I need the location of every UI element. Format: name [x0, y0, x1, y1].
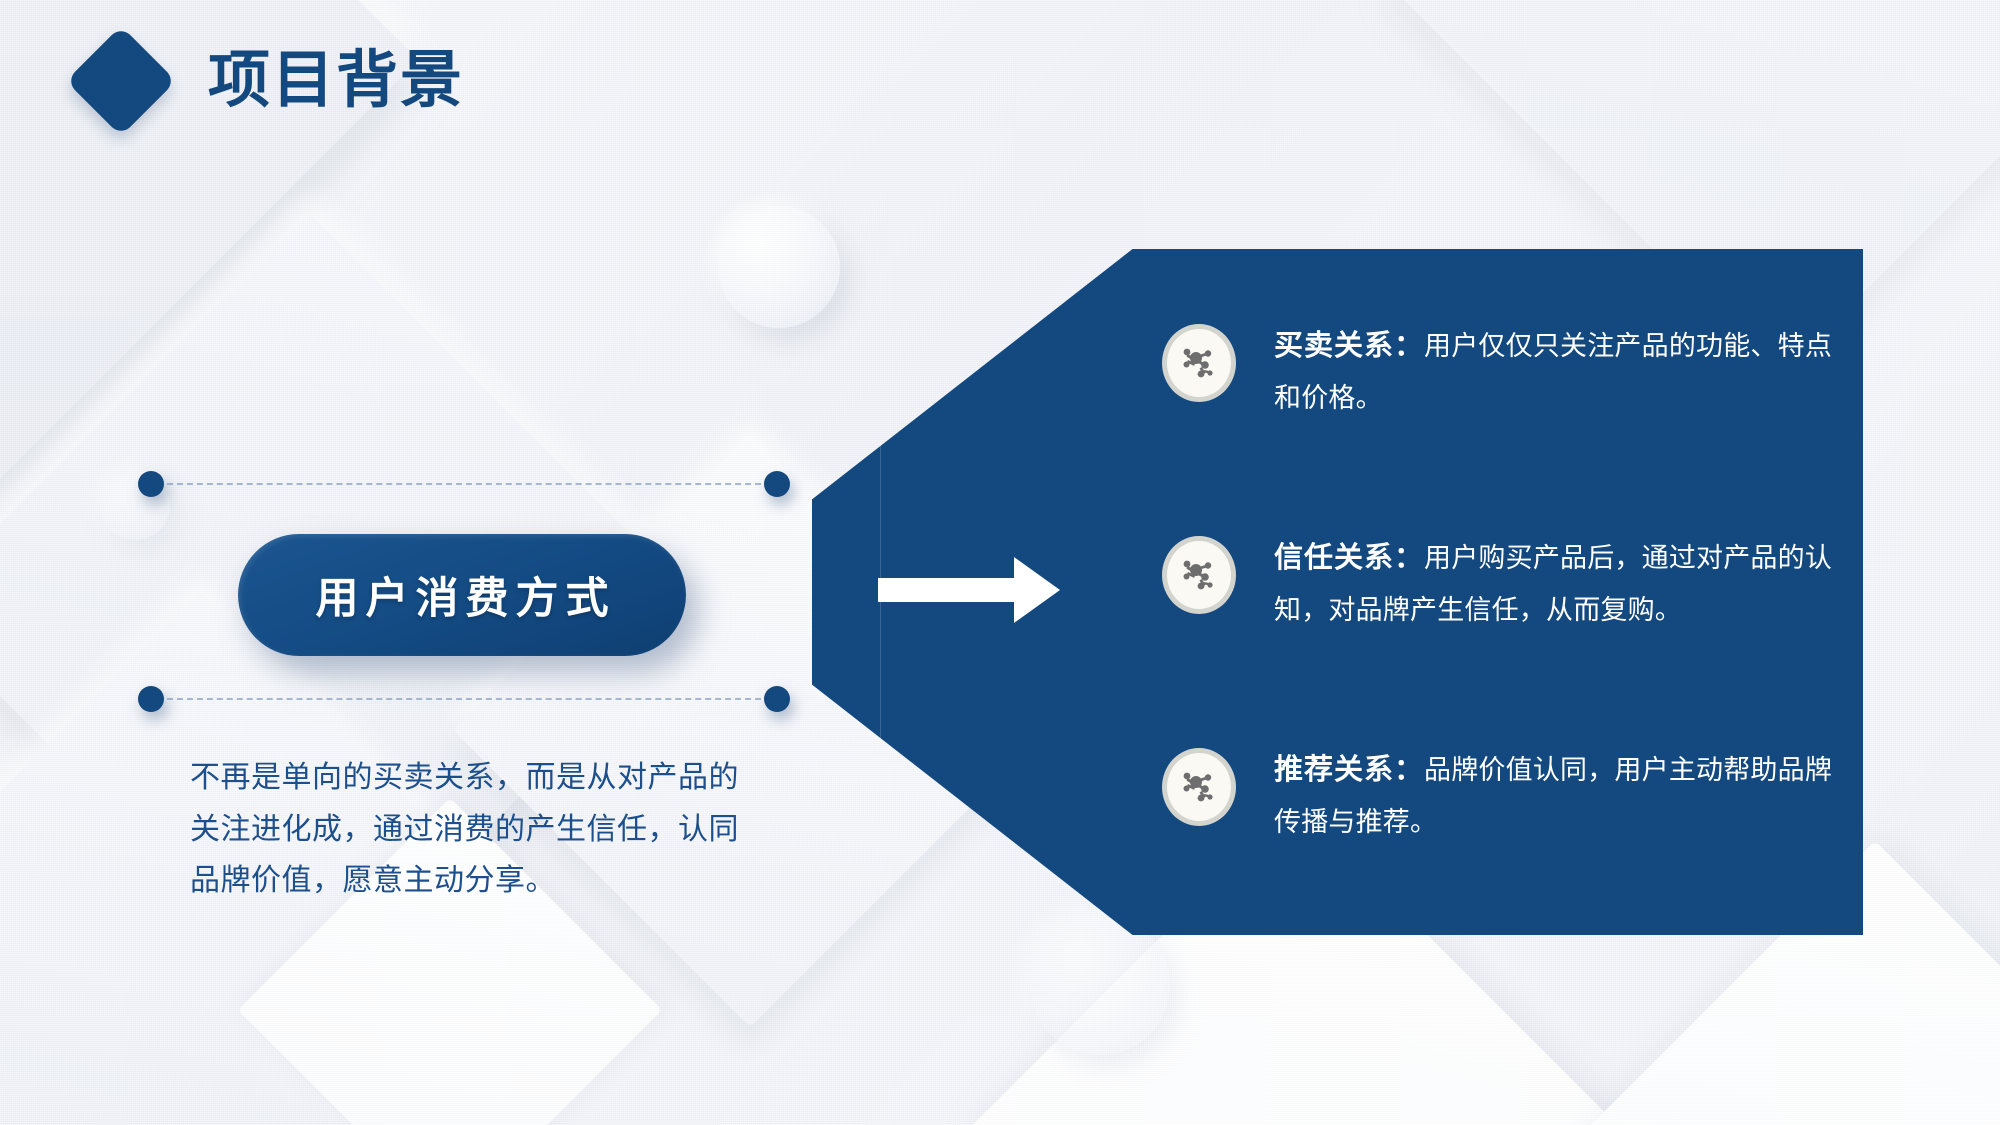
slide-header: 项目背景 — [65, 25, 465, 137]
list-item: 信任关系：用户购买产品后，通过对产品的认知，对品牌产生信任，从而复购。 — [1162, 532, 1854, 636]
connector-line-bottom — [138, 686, 790, 712]
page-title: 项目背景 — [208, 46, 465, 115]
list-item-text: 信任关系：用户购买产品后，通过对产品的认知，对品牌产生信任，从而复购。 — [1274, 532, 1854, 636]
endpoint-dot-icon — [138, 471, 164, 497]
bg-sphere-shape — [1030, 915, 1170, 1055]
molecule-network-icon — [1162, 536, 1236, 614]
connector-line-top — [138, 471, 790, 497]
list-item-text: 推荐关系：品牌价值认同，用户主动帮助品牌传播与推荐。 — [1274, 744, 1854, 848]
list-item-term: 信任关系： — [1274, 542, 1425, 574]
endpoint-dot-icon — [764, 686, 790, 712]
user-consumption-pill[interactable]: 用户消费方式 — [238, 534, 686, 656]
list-item-description: 品牌价值认同，用户主动帮助品牌传播与推荐。 — [1274, 755, 1833, 837]
diamond-icon — [65, 25, 177, 137]
list-item-description: 用户购买产品后，通过对产品的认知，对品牌产生信任，从而复购。 — [1274, 543, 1833, 625]
list-item-text: 买卖关系：用户仅仅只关注产品的功能、特点和价格。 — [1274, 320, 1854, 424]
molecule-network-icon — [1162, 748, 1236, 826]
blue-arrow-panel — [812, 249, 1863, 935]
endpoint-dot-icon — [764, 471, 790, 497]
list-item: 推荐关系：品牌价值认同，用户主动帮助品牌传播与推荐。 — [1162, 744, 1854, 848]
dashed-line — [167, 698, 761, 700]
panel-inner — [812, 249, 1863, 935]
right-arrow-icon — [878, 557, 1060, 623]
left-description-text: 不再是单向的买卖关系，而是从对产品的关注进化成，通过消费的产生信任，认同品牌价值… — [190, 761, 739, 898]
bg-sphere-shape — [718, 206, 840, 328]
list-item-description: 用户仅仅只关注产品的功能、特点和价格。 — [1274, 331, 1833, 413]
pill-label: 用户消费方式 — [315, 575, 616, 623]
endpoint-dot-icon — [138, 686, 164, 712]
list-item: 买卖关系：用户仅仅只关注产品的功能、特点和价格。 — [1162, 320, 1854, 424]
list-item-term: 推荐关系： — [1274, 754, 1425, 786]
list-item-term: 买卖关系： — [1274, 330, 1425, 362]
molecule-network-icon — [1162, 324, 1236, 402]
dashed-line — [167, 483, 761, 485]
